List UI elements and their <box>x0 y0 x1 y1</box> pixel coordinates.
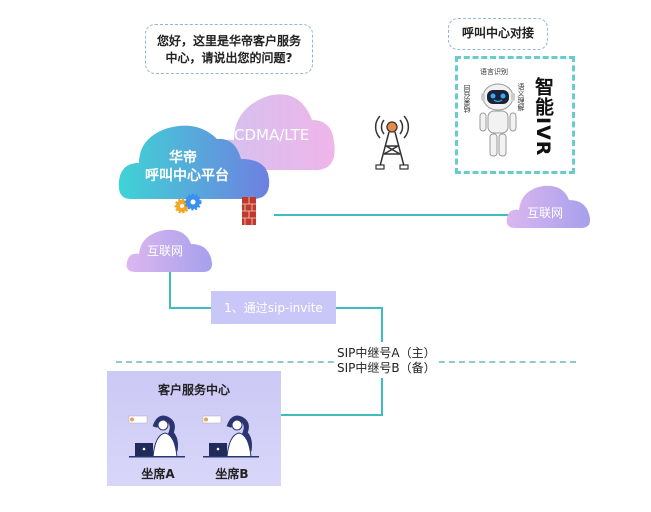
cloud-cdma-lte: CDMA/LTE <box>208 86 338 172</box>
greeting-line-1: 您好，这里是华帝客户服务 <box>156 34 301 48</box>
connector-platform-to-internet <box>274 214 514 216</box>
callcenter-bubble: 呼叫中心对接 <box>448 18 548 50</box>
customer-service-center: 客户服务中心 坐席A 坐席B <box>107 371 281 486</box>
platform-name-line-2: 呼叫中心平台 <box>145 168 229 184</box>
connector-left-to-sip <box>169 307 213 309</box>
trunk-backup: SIP中继号B（备） <box>337 361 436 375</box>
robot-label-left: 结果召回 <box>463 85 471 113</box>
cloud-shape <box>506 185 590 228</box>
callcenter-label: 呼叫中心对接 <box>461 26 534 40</box>
platform-name-line-1: 华帝 <box>169 150 197 166</box>
robot-label-right: 语义理解 <box>517 83 525 111</box>
cloud-internet-right-label: 互联网 <box>527 206 564 220</box>
agent-b-icon <box>202 415 259 458</box>
ivr-panel: 语言识别 结果召回 语义理解 智能IVR <box>455 56 575 174</box>
cloud-shape <box>211 94 335 170</box>
cloud-internet-right: 互联网 <box>505 180 593 230</box>
gears-icon <box>174 193 202 214</box>
firewall-icon <box>242 197 256 225</box>
connector-trunk-vertical-top <box>381 307 383 342</box>
service-center-title: 客户服务中心 <box>157 383 230 397</box>
agent-a-icon <box>128 415 185 458</box>
ivr-title: 智能IVR <box>532 77 554 157</box>
connector-left-internet-down <box>169 270 171 308</box>
cloud-shape <box>126 229 212 272</box>
trunk-primary: SIP中继号A（主） <box>337 346 436 360</box>
connector-trunk-vertical-bottom <box>381 378 383 416</box>
robot-icon <box>479 83 517 157</box>
agent-a-label: 坐席A <box>141 467 175 481</box>
trunk-labels: SIP中继号A（主） SIP中继号B（备） <box>337 346 436 376</box>
greeting-line-2: 中心，请说出您的问题? <box>165 51 293 65</box>
sip-invite-step: 1、通过sip-invite <box>211 291 336 324</box>
cloud-callcenter-platform: 华帝 呼叫中心平台 <box>117 115 272 201</box>
cloud-internet-left: 互联网 <box>125 226 215 274</box>
cloud-internet-left-label: 互联网 <box>147 244 184 258</box>
robot-label-top: 语言识别 <box>480 68 508 76</box>
sip-invite-label: 1、通过sip-invite <box>224 301 323 315</box>
cloud-shape <box>118 125 270 199</box>
agent-b-label: 坐席B <box>215 467 249 481</box>
agent-b: 坐席B <box>199 411 265 483</box>
connector-trunk-to-center <box>281 414 383 416</box>
connector-sip-to-trunk <box>336 307 382 309</box>
agent-a: 坐席A <box>125 411 191 483</box>
greeting-bubble: 您好，这里是华帝客户服务 中心，请说出您的问题? <box>145 24 313 74</box>
cell-tower-icon <box>374 115 410 170</box>
cloud-cdma-lte-label: CDMA/LTE <box>234 126 310 144</box>
